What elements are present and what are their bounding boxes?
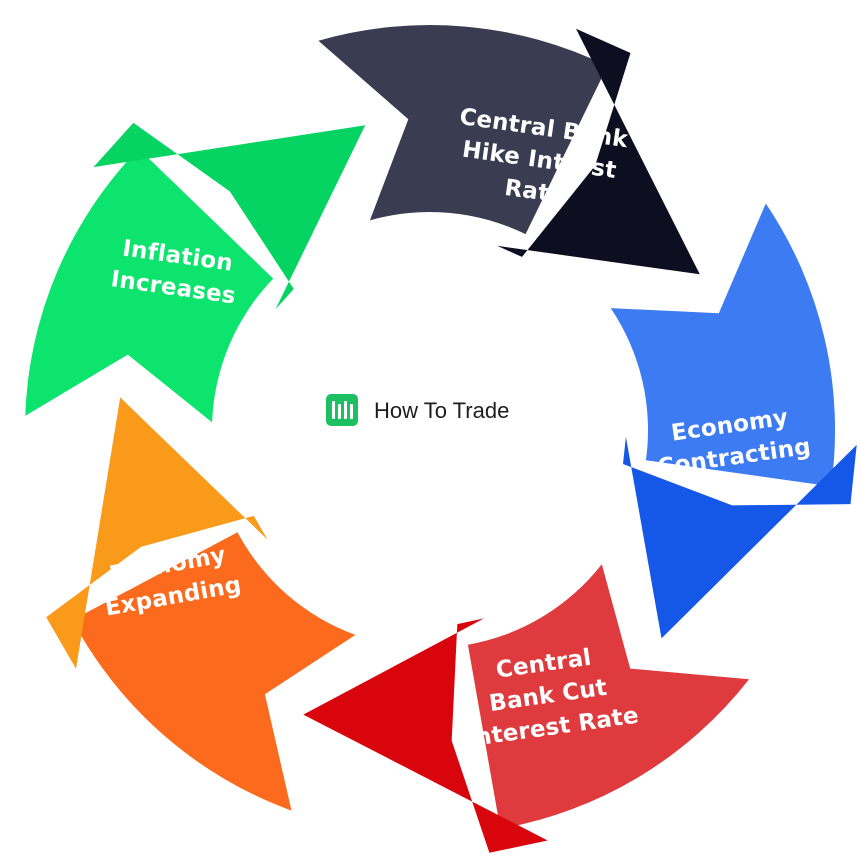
arrow-head-central-bank-cut: [303, 618, 548, 853]
segment-economy-expanding: [72, 532, 356, 811]
brand-name: How To Trade: [374, 398, 509, 423]
arrow-head-central-bank-hike: [497, 28, 700, 275]
arrow-head-inflation-increases: [93, 122, 366, 310]
bar-chart-logo-icon: [326, 394, 358, 426]
segment-central-bank-hike: [318, 25, 608, 235]
arrow-head-economy-contracting: [623, 436, 857, 639]
cycle-segments: [25, 25, 857, 853]
segment-inflation-increases: [25, 148, 274, 423]
segment-central-bank-cut: [467, 564, 750, 829]
center-brand: How To Trade: [326, 394, 509, 426]
arrow-head-economy-expanding: [46, 397, 268, 669]
segment-economy-contracting: [610, 203, 836, 487]
